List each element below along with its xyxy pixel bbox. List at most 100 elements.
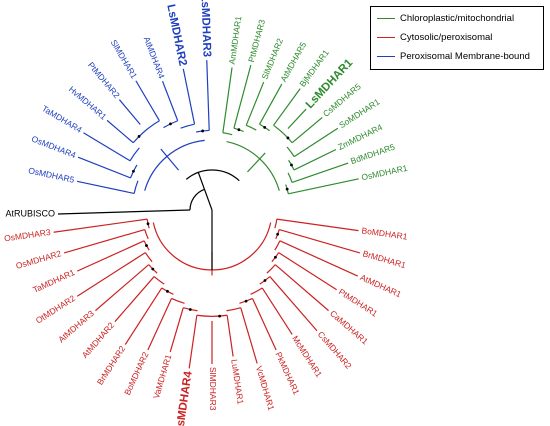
bootstrap-dot <box>218 314 222 318</box>
leaf-branch <box>226 315 234 357</box>
legend-item-cytosolic: Cytosolic/peroxisomal <box>377 32 492 43</box>
clade-arc <box>196 314 213 317</box>
leaf-label: BdMDHAR5 <box>349 142 396 167</box>
leaf-branch <box>251 298 277 351</box>
leaf-branch <box>106 119 134 144</box>
leaf-branch <box>76 252 146 297</box>
clade-arc <box>153 276 165 285</box>
leaf-branch <box>293 148 337 171</box>
leaf-label: LuMDHAR1 <box>229 359 245 406</box>
leaf-label: TaMDHAR1 <box>31 267 76 295</box>
leaf-branch <box>114 276 155 323</box>
leaf-label: PtMDHAR2 <box>86 60 122 100</box>
clade-arc <box>144 229 149 240</box>
leaf-branch <box>161 80 179 121</box>
leaf-branch <box>118 99 141 125</box>
leaf-branch <box>273 88 301 126</box>
clade-stem <box>160 148 180 171</box>
leaf-label: TaMDHAR4 <box>40 103 84 135</box>
clade-arc <box>129 147 140 162</box>
bootstrap-markers <box>132 122 293 318</box>
bootstrap-dot <box>201 129 205 133</box>
clade-arc <box>144 252 153 263</box>
leaf-branch <box>261 287 293 335</box>
clade-stem <box>247 152 266 173</box>
leaf-label: McMDHAR1 <box>290 334 324 379</box>
leaf-label: AtMDHAR4 <box>142 35 167 80</box>
leaf-branch <box>245 81 265 126</box>
leaf-label: LsMDHAR3 <box>198 0 212 57</box>
legend-item-peroxisomal: Peroxisomal Membrane-bound <box>377 51 530 62</box>
bootstrap-dot <box>286 136 290 140</box>
clade-arc <box>245 124 257 131</box>
leaf-label: OsMDHAR2 <box>15 248 63 271</box>
leaf-branch <box>291 162 349 184</box>
bootstrap-dot <box>169 122 172 126</box>
leaf-branch <box>279 228 361 254</box>
leaf-branch <box>147 298 173 351</box>
leaf-label: SlMDHAR1 <box>109 38 140 81</box>
clade-base-arc <box>152 222 272 271</box>
leaf-branch <box>63 228 145 254</box>
leaf-branch <box>124 287 163 345</box>
leaf-label: PtMDHAR3 <box>246 18 267 63</box>
leaf-label: LsMDHAR2 <box>164 3 188 67</box>
clade-base-arc <box>144 139 205 191</box>
tree-branches <box>53 60 361 369</box>
bootstrap-dot <box>290 163 293 167</box>
leaf-label: BoMDHAR1 <box>361 225 409 241</box>
leaf-branch <box>182 68 196 125</box>
leaf-label: PtMDHAR1 <box>337 287 380 319</box>
bootstrap-dot <box>274 255 277 259</box>
leaf-branch <box>76 240 145 272</box>
leaf-label: OsMDHAR4 <box>30 134 77 161</box>
clade-arc <box>226 307 241 312</box>
clade-arc <box>273 124 284 134</box>
clade-arc <box>274 219 278 229</box>
root-stem <box>197 172 213 211</box>
legend-label-chloroplastic: Chloroplastic/mitochondrial <box>400 13 515 24</box>
clade-arc <box>171 297 185 304</box>
leaf-label: OsMDHAR3 <box>3 227 51 243</box>
leaf-label: OtMDHAR2 <box>34 293 77 326</box>
leaf-branch <box>291 116 323 144</box>
leaf-branch <box>233 64 252 129</box>
legend-swatch-cytosolic <box>377 37 395 38</box>
bootstrap-dot <box>276 232 280 236</box>
leaf-branch <box>53 218 148 233</box>
bootstrap-dot <box>263 125 267 129</box>
leaf-label: HvMDHAR1 <box>67 84 109 122</box>
leaf-label: BrMDHAR1 <box>362 248 408 270</box>
legend-swatch-peroxisomal <box>377 56 395 57</box>
bootstrap-dot <box>244 299 248 303</box>
leaf-branch <box>95 264 150 312</box>
legend-swatch-chloroplastic <box>377 18 395 19</box>
leaf-branch <box>258 83 283 125</box>
leaf-labels: OsMDHAR1BdMDHAR5ZmMDHAR4SoMDHAR1CsMDHAR5… <box>3 0 408 426</box>
leaf-label: AtMDHAR3 <box>56 308 96 344</box>
leaf-label: PkMDHAR1 <box>273 350 301 396</box>
bootstrap-dot <box>166 289 169 293</box>
leaf-label: AtMDHAR2 <box>80 320 117 360</box>
outgroup-label: AtRUBISCO <box>5 208 55 218</box>
leaf-branch <box>169 307 184 353</box>
legend: Chloroplastic/mitochondrial Cytosolic/pe… <box>370 6 544 70</box>
clade-base-arc <box>226 140 280 191</box>
leaf-label: AmMDHAR1 <box>227 15 244 65</box>
root-arc <box>189 188 205 211</box>
leaf-branch <box>76 180 135 195</box>
bootstrap-dot <box>237 128 241 132</box>
bootstrap-dot <box>132 169 135 173</box>
clade-arc <box>145 120 160 132</box>
leaf-branch <box>293 127 339 158</box>
bootstrap-dot <box>151 267 155 271</box>
leaf-branch <box>279 240 358 277</box>
legend-item-chloroplastic: Chloroplastic/mitochondrial <box>377 13 514 24</box>
leaf-label: CsMDHAR2 <box>316 329 354 371</box>
bootstrap-dot <box>263 279 267 282</box>
leaf-branch <box>188 315 198 369</box>
leaf-branch <box>135 80 160 122</box>
leaf-branch <box>274 264 329 312</box>
backbone-arc <box>185 169 240 182</box>
